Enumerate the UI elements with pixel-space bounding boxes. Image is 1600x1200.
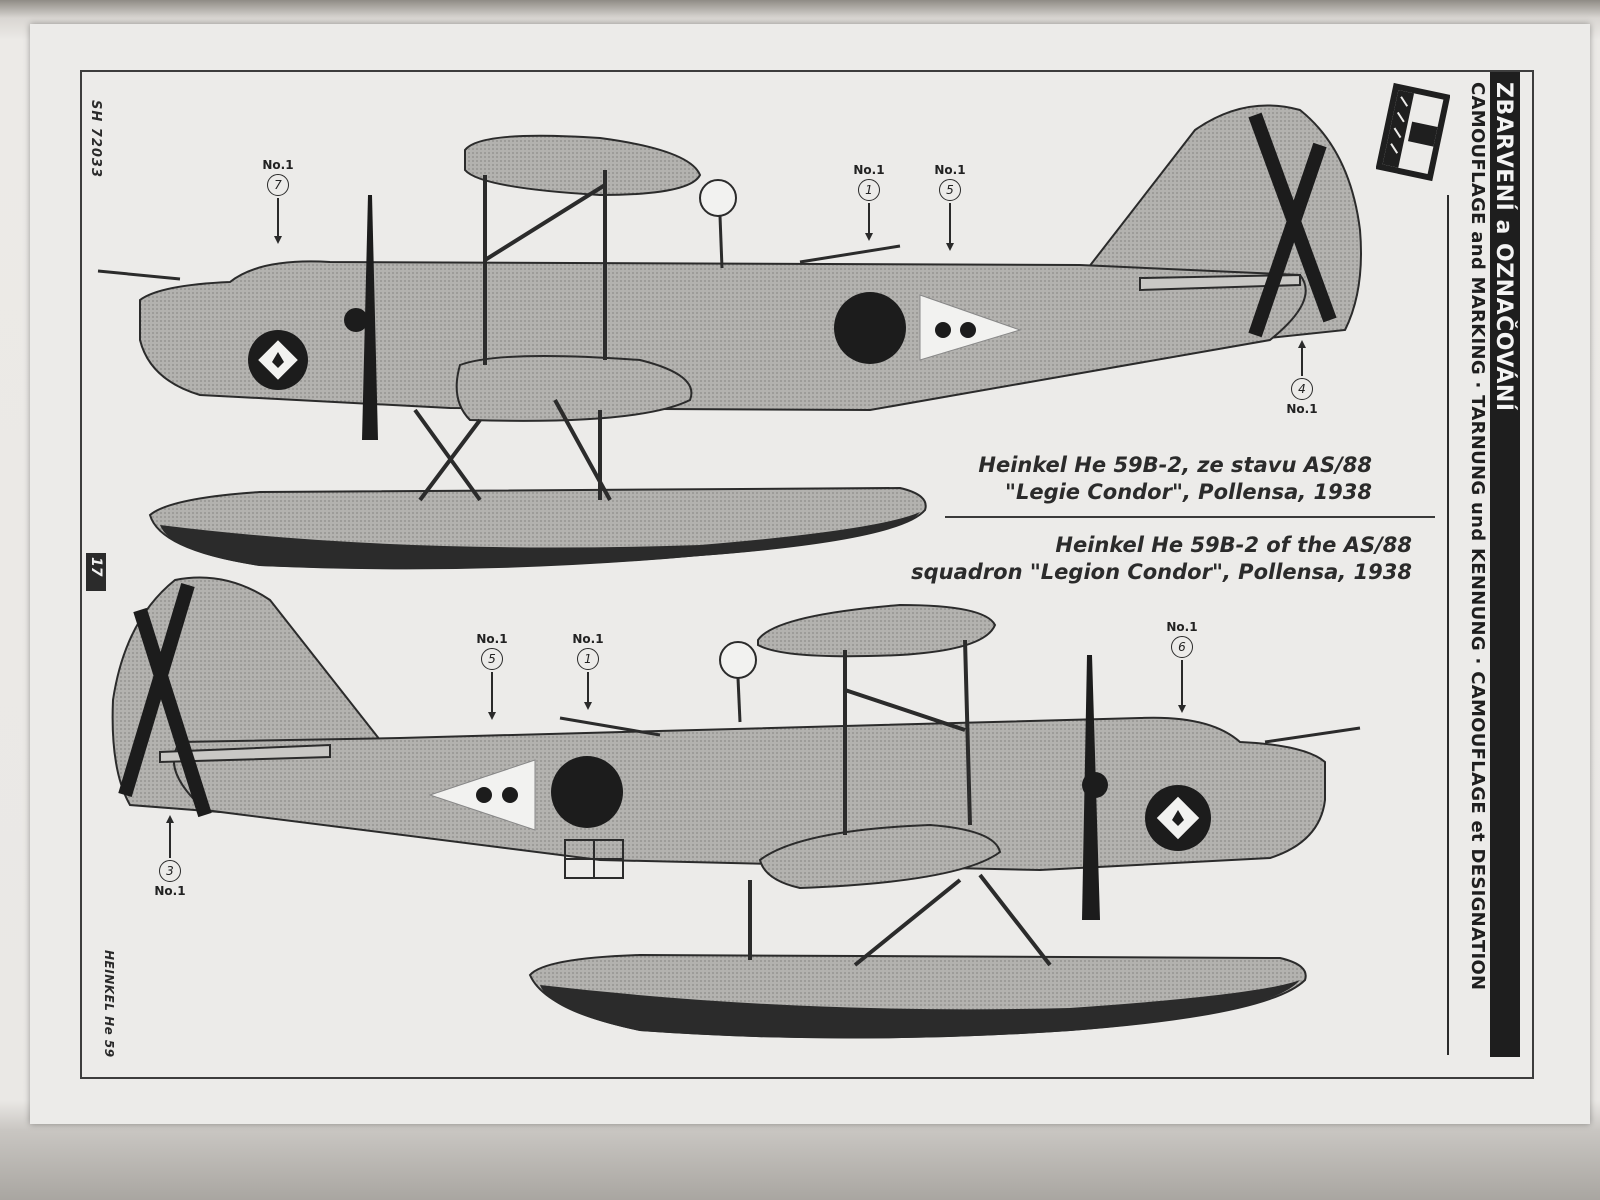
callout-label: No.1 (262, 158, 294, 172)
top-lower-wing (455, 355, 693, 422)
page-frame (80, 70, 1534, 1079)
top-propeller-icon (362, 195, 378, 440)
caption-czech-line-2: "Legie Condor", Pollensa, 1938 (1005, 480, 1372, 504)
caption-czech: Heinkel He 59B-2, ze stavu AS/88 "Legie … (978, 452, 1372, 506)
bottom-callout-5: No.1 5 (462, 632, 522, 720)
top-callout-4: 4 No.1 (1272, 340, 1332, 416)
top-fuselage-roundel (834, 292, 906, 364)
callout-label: No.1 (853, 163, 885, 177)
top-nose-gun-icon (97, 269, 181, 281)
bottom-dl-ring-icon (719, 641, 757, 679)
callout-label: No.1 (154, 884, 186, 898)
bottom-fuselage (172, 716, 1326, 872)
bottom-float-keel-shade (540, 980, 1300, 1039)
top-callout-7: No.1 7 (248, 158, 308, 244)
top-float-keel-shade (160, 512, 920, 569)
callout-number: 1 (577, 648, 599, 670)
bottom-callout-3: 3 No.1 (140, 815, 200, 898)
callout-label: No.1 (1286, 402, 1318, 416)
callout-number: 3 (159, 860, 181, 882)
title-rule (1447, 195, 1449, 1055)
callout-number: 1 (858, 179, 880, 201)
bottom-tailplane (159, 743, 331, 764)
top-upper-wing (464, 134, 702, 197)
callout-number: 6 (1171, 636, 1193, 658)
callout-label: No.1 (1166, 620, 1198, 634)
top-float-struts (418, 410, 602, 502)
bottom-lower-wing (758, 823, 1002, 890)
callout-number: 5 (481, 648, 503, 670)
caption-divider (945, 516, 1435, 518)
bottom-upper-wing (757, 603, 997, 658)
caption-english: Heinkel He 59B-2 of the AS/88 squadron "… (911, 532, 1412, 586)
bottom-callout-1: No.1 1 (558, 632, 618, 710)
callout-number: 4 (1291, 378, 1313, 400)
top-dorsal-gun-icon (799, 244, 901, 264)
manufacturer-logo-icon (1376, 82, 1450, 182)
caption-english-line-1: Heinkel He 59B-2 of the AS/88 (1055, 533, 1412, 557)
top-tailplane (1139, 273, 1301, 292)
bottom-float-struts (748, 873, 1052, 967)
bottom-tail-saint-andrew-cross-icon (118, 582, 212, 818)
callout-label: No.1 (572, 632, 604, 646)
title-bar (1490, 72, 1520, 1057)
callout-label: No.1 (934, 163, 966, 177)
caption-english-line-2: squadron "Legion Condor", Pollensa, 1938 (911, 560, 1412, 584)
bottom-fuselage-roundel (551, 756, 623, 828)
bottom-dorsal-gun-icon (559, 716, 661, 737)
callout-label: No.1 (476, 632, 508, 646)
top-tail-saint-andrew-cross-icon (1248, 112, 1337, 338)
top-callout-5: No.1 5 (920, 163, 980, 251)
bottom-wing-struts (843, 639, 972, 835)
callout-number: 5 (939, 179, 961, 201)
callout-number: 7 (267, 174, 289, 196)
top-callout-1: No.1 1 (839, 163, 899, 241)
page-number-box (86, 553, 106, 591)
top-dl-ring-icon (699, 179, 737, 217)
bottom-nose-gun-icon (1264, 726, 1361, 744)
bottom-callout-6: No.1 6 (1152, 620, 1212, 713)
caption-czech-line-1: Heinkel He 59B-2, ze stavu AS/88 (978, 453, 1372, 477)
top-wing-struts (413, 170, 612, 502)
